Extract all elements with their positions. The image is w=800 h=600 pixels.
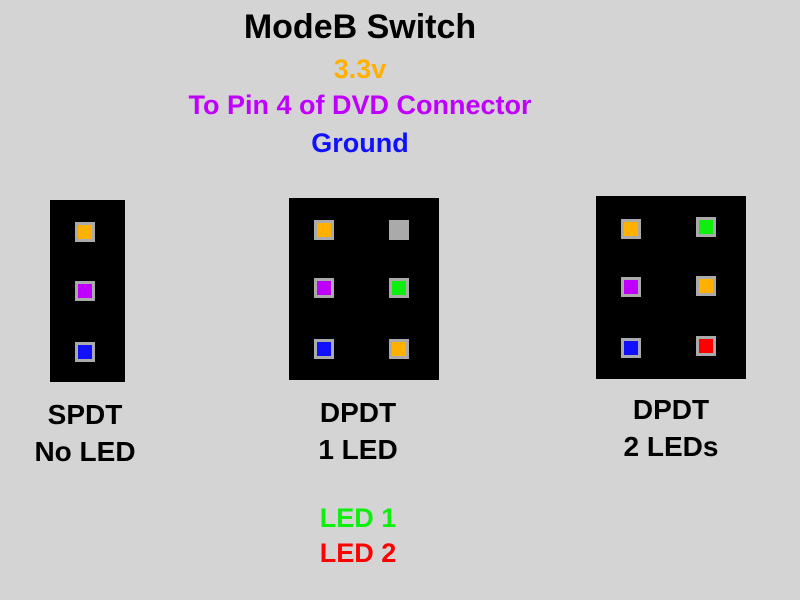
legend-led2: LED 2: [319, 538, 397, 568]
dpdt-1led-pin-1a: [314, 220, 334, 240]
dpdt-1led-label-type: DPDT: [319, 397, 397, 428]
dpdt-1led-pin-1b: [389, 220, 409, 240]
dpdt-1led-pin-3a: [314, 339, 334, 359]
spdt-label-type: SPDT: [47, 399, 123, 430]
dpdt-1led-header: [289, 198, 439, 380]
dpdt-1led-label: DPDT 1 LED: [283, 394, 433, 468]
spdt-pin-2: [75, 281, 95, 301]
dpdt-2leds-header: [596, 196, 746, 379]
dpdt-2leds-pin-3b: [696, 336, 716, 356]
dpdt-2leds-label-type: DPDT: [632, 394, 710, 425]
dpdt-1led-label-leds: 1 LED: [318, 434, 398, 465]
legend-ground: Ground: [311, 128, 409, 158]
dpdt-2leds-pin-2a: [621, 277, 641, 297]
legend-3v3: 3.3v: [333, 54, 387, 84]
dpdt-2leds-label-leds: 2 LEDs: [623, 431, 719, 462]
spdt-label: SPDT No LED: [10, 396, 160, 470]
spdt-pin-3: [75, 342, 95, 362]
spdt-pin-1: [75, 222, 95, 242]
dpdt-1led-pin-2b: [389, 278, 409, 298]
dpdt-1led-pin-2a: [314, 278, 334, 298]
legend-pin4: To Pin 4 of DVD Connector: [188, 90, 532, 120]
dpdt-2leds-pin-2b: [696, 276, 716, 296]
dpdt-2leds-pin-1b: [696, 217, 716, 237]
legend-led1: LED 1: [319, 503, 397, 533]
diagram-title: ModeB Switch: [243, 8, 477, 46]
dpdt-1led-pin-3b: [389, 339, 409, 359]
dpdt-2leds-label: DPDT 2 LEDs: [596, 391, 746, 465]
dpdt-2leds-pin-3a: [621, 338, 641, 358]
spdt-header: [50, 200, 125, 382]
dpdt-2leds-pin-1a: [621, 219, 641, 239]
spdt-label-leds: No LED: [34, 436, 136, 467]
